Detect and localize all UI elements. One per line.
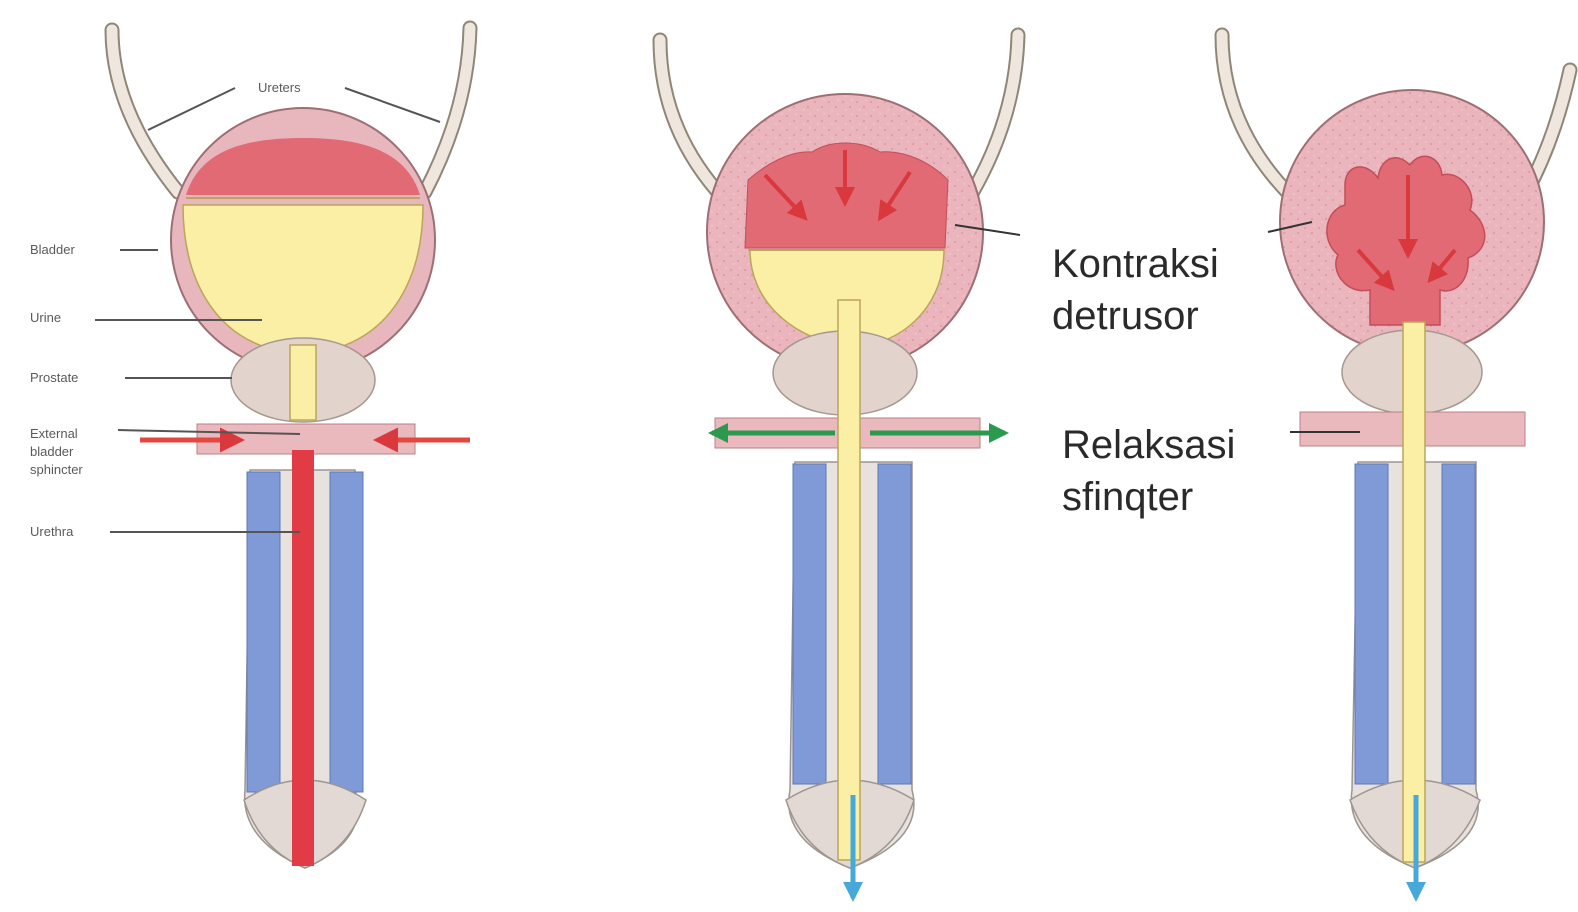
urethra-closed (292, 450, 314, 866)
label-urethra: Urethra (30, 524, 74, 539)
callout-detrusor: Kontraksi detrusor (1052, 242, 1230, 338)
label-ureters: Ureters (258, 80, 301, 95)
urethra-open-3 (1403, 322, 1425, 862)
panel-voiding-complete (1222, 35, 1570, 898)
label-prostate: Prostate (30, 370, 78, 385)
label-urine: Urine (30, 310, 61, 325)
callout-sphincter: Relaksasi sfinqter (1062, 423, 1247, 519)
panel-storage: Ureters Bladder Urine Prostate External … (30, 28, 470, 868)
label-external-sphincter: External bladder sphincter (30, 426, 83, 477)
callouts: Kontraksi detrusor Relaksasi sfinqter (1052, 242, 1247, 519)
urethra-open-2 (838, 300, 860, 860)
panel-voiding-onset (660, 35, 1020, 898)
label-bladder: Bladder (30, 242, 75, 257)
